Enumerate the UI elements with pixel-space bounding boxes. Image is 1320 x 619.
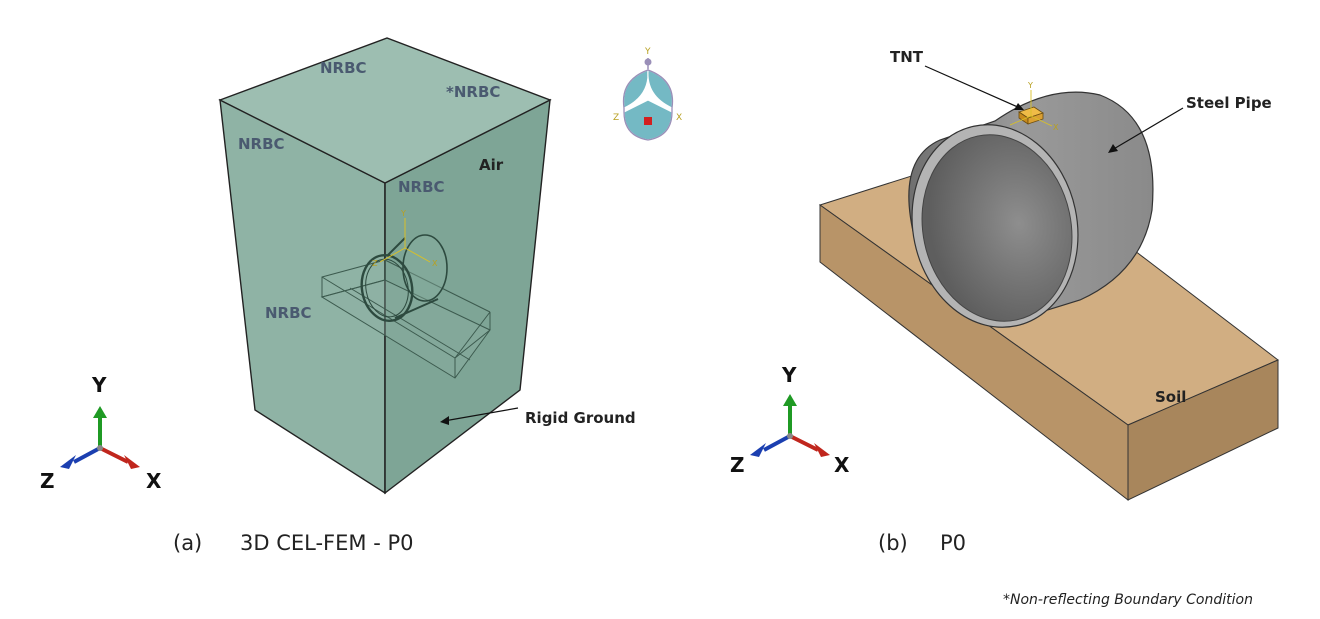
ground-beam — [320, 259, 491, 379]
panel-a: Y X Z NRBC *NRBC NRBC NRBC NRBC Air Rigi… — [40, 37, 682, 555]
label-nrbc-center: NRBC — [398, 178, 445, 196]
view-cube-z: Z — [613, 113, 619, 123]
view-cube-x: X — [676, 113, 682, 123]
global-triad-a: Y Z X — [40, 373, 162, 493]
caption-b-letter: (b) — [878, 531, 908, 555]
view-cube: Y Z X — [613, 47, 682, 141]
model-triad-z: Z — [372, 259, 378, 268]
model-triad: Y X Z — [372, 209, 438, 268]
global-triad-b: Y Z X — [730, 363, 850, 477]
caption-a-letter: (a) — [173, 531, 202, 555]
label-nrbc-left: NRBC — [238, 135, 285, 153]
tnt-triad: Y X — [1009, 81, 1059, 132]
tnt-pointer — [924, 65, 1021, 109]
panel-b: Y X TNT Steel Pipe Soil Y Z X (b) P0 — [730, 48, 1279, 555]
tnt-triad-x: X — [1053, 123, 1059, 132]
label-soil: Soil — [1155, 388, 1186, 406]
steel-pipe — [908, 91, 1154, 328]
air-domain-box — [218, 37, 552, 495]
triad-a-x: X — [146, 469, 162, 493]
pipe-inner — [921, 134, 1073, 322]
tnt-arrowhead — [1014, 103, 1024, 110]
footnote: *Non-reflecting Boundary Condition — [1003, 592, 1253, 608]
rigid-ground-pointer — [443, 407, 519, 422]
label-nrbc-top: NRBC — [320, 59, 367, 77]
label-steel-pipe: Steel Pipe — [1186, 94, 1272, 112]
label-rigid-ground: Rigid Ground — [525, 409, 636, 427]
view-cube-y: Y — [644, 47, 651, 57]
triad-b-z: Z — [730, 453, 745, 477]
rigid-ground-arrowhead — [440, 416, 449, 425]
label-tnt: TNT — [890, 48, 924, 66]
triad-b-y: Y — [781, 363, 797, 387]
model-triad-y: Y — [400, 209, 406, 218]
model-triad-x: X — [432, 259, 438, 268]
view-cube-origin — [644, 117, 652, 125]
label-nrbc-top-right: *NRBC — [446, 83, 500, 101]
triad-b-x: X — [834, 453, 850, 477]
label-air: Air — [479, 156, 504, 174]
cel-pipe — [360, 234, 448, 322]
tnt-charge: Y X — [1009, 81, 1059, 132]
caption-a-title: 3D CEL-FEM - P0 — [240, 531, 413, 555]
air-box-top-face — [218, 37, 552, 184]
steel-pipe-arrowhead — [1108, 144, 1118, 153]
triad-a-z: Z — [40, 469, 55, 493]
soil-side-face — [1127, 359, 1279, 501]
tnt-triad-y: Y — [1027, 81, 1033, 90]
triad-a-y: Y — [91, 373, 107, 397]
caption-b-title: P0 — [940, 531, 966, 555]
label-nrbc-side: NRBC — [265, 304, 312, 322]
steel-pipe-pointer — [1111, 107, 1184, 151]
